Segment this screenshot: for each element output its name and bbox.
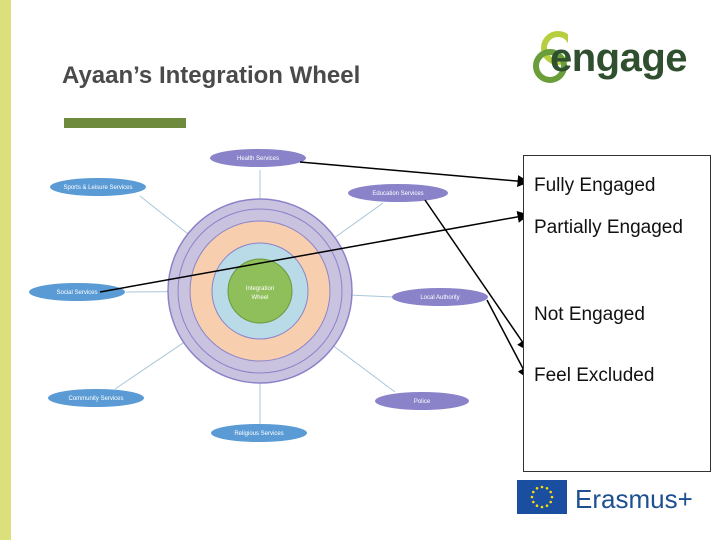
label-social-services: Social Services xyxy=(56,290,97,296)
pill-education-services xyxy=(348,184,448,202)
label-health-services: Health Services xyxy=(237,156,279,162)
legend-not-engaged: Not Engaged xyxy=(534,304,645,325)
pill-religious-services xyxy=(211,424,307,442)
eu-flag-icon xyxy=(517,480,567,514)
label-police: Police xyxy=(414,399,431,405)
label-community-services: Community Services xyxy=(68,396,123,402)
engage-logo: engage xyxy=(528,26,688,96)
legend-partially-engaged: Partially Engaged xyxy=(534,217,683,238)
center-fully-engaged xyxy=(227,258,293,324)
pill-police xyxy=(375,392,469,410)
legend-fully-engaged: Fully Engaged xyxy=(534,175,656,196)
legend-feel-excluded: Feel Excluded xyxy=(534,365,655,386)
center-label-line2: Wheel xyxy=(251,295,268,301)
pill-community-services xyxy=(48,389,144,407)
pill-social-services xyxy=(29,283,125,301)
left-accent-bar xyxy=(0,0,11,540)
label-local-authority: Local Authority xyxy=(420,295,459,301)
arrow-social-to-partially-engaged xyxy=(99,210,530,293)
erasmus-logo: Erasmus+ xyxy=(517,480,697,520)
pill-health-services xyxy=(210,149,306,167)
arrow-local-to-feel-excluded xyxy=(486,299,529,380)
pill-sports-leisure-services xyxy=(50,178,146,196)
title-underline xyxy=(64,118,186,128)
page-title: Ayaan’s Integration Wheel xyxy=(62,62,361,89)
label-sports-leisure-services: Sports & Leisure Services xyxy=(63,185,132,191)
engagement-legend: Fully Engaged Partially Engaged Not Enga… xyxy=(523,155,711,472)
label-religious-services: Religious Services xyxy=(234,431,283,437)
center-label-line1: Integration xyxy=(246,286,274,292)
pill-local-authority xyxy=(392,288,488,306)
label-education-services: Education Services xyxy=(372,191,423,197)
logo-text: engage xyxy=(550,36,688,80)
arrow-education-to-not-engaged xyxy=(424,199,529,352)
arrow-health-to-fully-engaged xyxy=(299,161,530,188)
logo-swirl-icon xyxy=(533,31,568,83)
ring-divider xyxy=(177,208,343,374)
erasmus-text: Erasmus+ xyxy=(575,484,693,514)
